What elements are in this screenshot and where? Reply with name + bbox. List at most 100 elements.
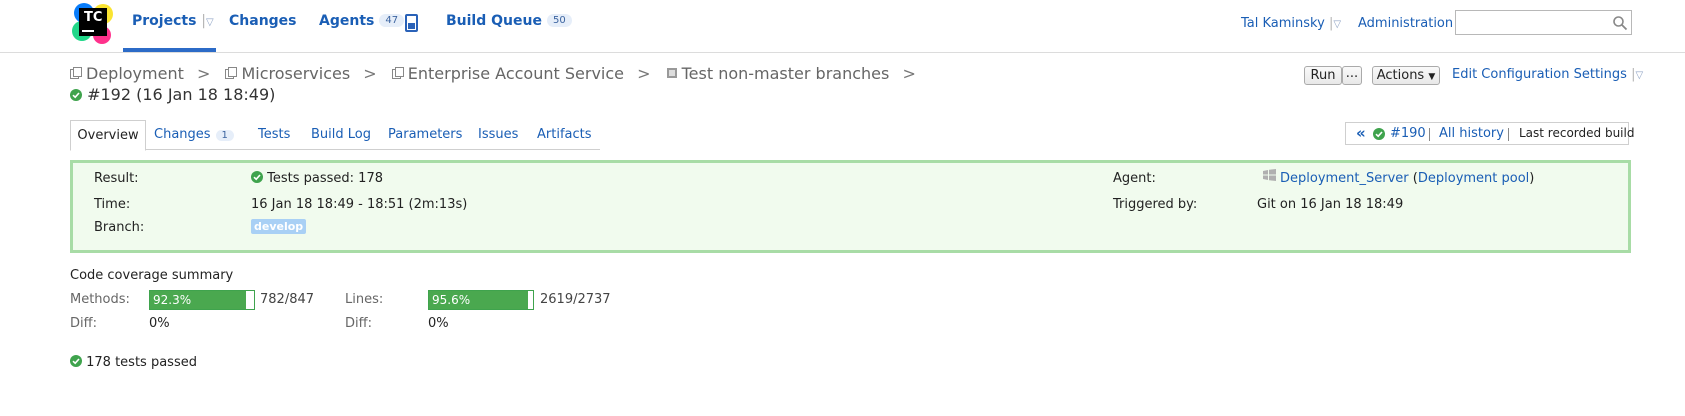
previous-build-icon[interactable]: « xyxy=(1356,124,1366,142)
chevron-right-icon[interactable]: > xyxy=(902,64,916,83)
separator xyxy=(1429,128,1430,141)
run-custom-button[interactable]: ... xyxy=(1342,66,1362,85)
success-check-icon xyxy=(70,89,82,101)
lines-count: 2619/2737 xyxy=(540,292,611,307)
tab-parameters[interactable]: Parameters xyxy=(388,127,463,142)
agents-count-badge: 47 xyxy=(379,14,405,27)
lines-diff-label: Diff: xyxy=(345,316,372,331)
agent-value: Deployment_Server (Deployment pool) xyxy=(1263,169,1534,186)
breadcrumb: Deployment > Microservices > Enterprise … xyxy=(70,64,926,83)
agent-label: Agent: xyxy=(1113,171,1156,186)
chevron-down-icon[interactable]: ▽ xyxy=(1635,70,1644,81)
nav-agents[interactable]: Agents 47 xyxy=(319,13,405,29)
logo-text: TC xyxy=(84,10,103,25)
nav-projects[interactable]: Projects |▽ xyxy=(132,13,214,29)
edit-settings-label: Edit Configuration Settings xyxy=(1452,67,1627,82)
search-input[interactable] xyxy=(1455,10,1632,35)
breadcrumb-item[interactable]: Enterprise Account Service xyxy=(391,64,629,83)
breadcrumb-item[interactable]: Deployment xyxy=(70,64,189,83)
build-configuration-icon xyxy=(666,68,677,78)
breadcrumb-label: Test non-master branches xyxy=(681,64,890,83)
agent-pool-link[interactable]: Deployment pool xyxy=(1417,171,1530,186)
tab-artifacts[interactable]: Artifacts xyxy=(537,127,592,142)
tests-passed-link[interactable]: 178 tests passed xyxy=(86,355,197,370)
search-icon[interactable] xyxy=(1612,15,1628,31)
last-recorded-build-label: Last recorded build xyxy=(1519,126,1635,140)
administration-link[interactable]: Administration xyxy=(1358,16,1454,31)
methods-diff-label: Diff: xyxy=(70,316,97,331)
result-value: Tests passed: 178 xyxy=(251,171,383,186)
methods-coverage-percent: 92.3% xyxy=(153,293,192,307)
build-title: #192 (16 Jan 18 18:49) xyxy=(70,85,275,104)
nav-changes[interactable]: Changes xyxy=(229,13,297,29)
nav-projects-label: Projects xyxy=(132,13,197,29)
breadcrumb-label: Deployment xyxy=(86,64,184,83)
user-menu[interactable]: Tal Kaminsky |▽ xyxy=(1241,16,1341,31)
success-check-icon xyxy=(1373,128,1385,140)
code-coverage-title: Code coverage summary xyxy=(70,268,234,283)
methods-coverage-bar: 92.3% xyxy=(149,290,255,310)
active-tab-underline xyxy=(123,48,216,52)
chevron-down-icon[interactable]: ▽ xyxy=(1333,19,1342,30)
triggered-by-value: Git on 16 Jan 18 18:49 xyxy=(1257,197,1404,212)
edit-configuration-settings-link[interactable]: Edit Configuration Settings |▽ xyxy=(1452,67,1643,82)
breadcrumb-item[interactable]: Microservices xyxy=(225,64,355,83)
lines-coverage-bar: 95.6% xyxy=(428,290,534,310)
tab-build-log[interactable]: Build Log xyxy=(311,127,371,142)
tab-tests[interactable]: Tests xyxy=(258,127,291,142)
breadcrumb-label: Microservices xyxy=(241,64,351,83)
lines-diff-value: 0% xyxy=(428,316,449,331)
time-value: 16 Jan 18 18:49 - 18:51 (2m:13s) xyxy=(251,197,468,212)
build-summary-panel: Result: Tests passed: 178 Time: 16 Jan 1… xyxy=(70,160,1631,253)
agent-status-icon[interactable] xyxy=(405,14,418,32)
nav-separator: | xyxy=(201,13,206,29)
tab-issues[interactable]: Issues xyxy=(478,127,519,142)
project-icon xyxy=(70,67,82,79)
previous-build-link[interactable]: #190 xyxy=(1390,126,1426,141)
build-number-label: #192 (16 Jan 18 18:49) xyxy=(87,85,276,104)
chevron-right-icon: > xyxy=(196,64,211,83)
success-check-icon xyxy=(70,355,82,367)
methods-count: 782/847 xyxy=(260,292,315,307)
chevron-right-icon: > xyxy=(637,64,651,83)
lines-label: Lines: xyxy=(345,292,384,307)
nav-agents-label: Agents xyxy=(319,13,375,29)
run-button[interactable]: Run xyxy=(1304,66,1342,85)
branch-tag[interactable]: develop xyxy=(251,219,307,234)
teamcity-logo[interactable]: TC xyxy=(72,3,114,45)
result-label: Result: xyxy=(94,171,139,186)
methods-diff-value: 0% xyxy=(149,316,170,331)
lines-coverage-fill xyxy=(429,291,529,309)
caret-down-icon: ▼ xyxy=(1428,72,1436,82)
methods-coverage-fill xyxy=(150,291,246,309)
project-icon xyxy=(391,67,404,79)
project-icon xyxy=(225,67,238,79)
build-history-navigation: « #190 All history Last recorded build xyxy=(1345,122,1634,145)
result-text: Tests passed: 178 xyxy=(267,171,383,186)
changes-count-badge: 1 xyxy=(215,130,234,141)
windows-icon xyxy=(1263,169,1276,181)
branch-value: develop xyxy=(251,219,307,234)
breadcrumb-item[interactable]: Test non-master branches xyxy=(666,64,895,83)
actions-dropdown[interactable]: Actions ▼ xyxy=(1372,66,1440,85)
agent-link[interactable]: Deployment_Server xyxy=(1280,171,1409,186)
tab-overview[interactable]: Overview xyxy=(70,120,146,151)
chevron-right-icon: > xyxy=(363,64,377,83)
triggered-by-label: Triggered by: xyxy=(1113,197,1198,212)
breadcrumb-label: Enterprise Account Service xyxy=(407,64,624,83)
nav-changes-label: Changes xyxy=(229,13,297,29)
user-name: Tal Kaminsky xyxy=(1241,16,1325,31)
tests-passed-summary: 178 tests passed xyxy=(70,355,197,370)
success-check-icon xyxy=(251,171,263,183)
branch-label: Branch: xyxy=(94,220,145,235)
build-tabs: Overview Changes 1 Tests Build Log Parame… xyxy=(70,120,600,151)
actions-label: Actions xyxy=(1376,68,1425,83)
separator xyxy=(1508,128,1509,141)
build-queue-count-badge: 50 xyxy=(546,14,572,27)
user-separator: | xyxy=(1328,16,1334,31)
tab-changes-label: Changes xyxy=(154,127,211,142)
tab-changes[interactable]: Changes 1 xyxy=(154,127,234,142)
chevron-down-icon[interactable]: ▽ xyxy=(206,17,214,28)
all-history-link[interactable]: All history xyxy=(1439,126,1504,141)
